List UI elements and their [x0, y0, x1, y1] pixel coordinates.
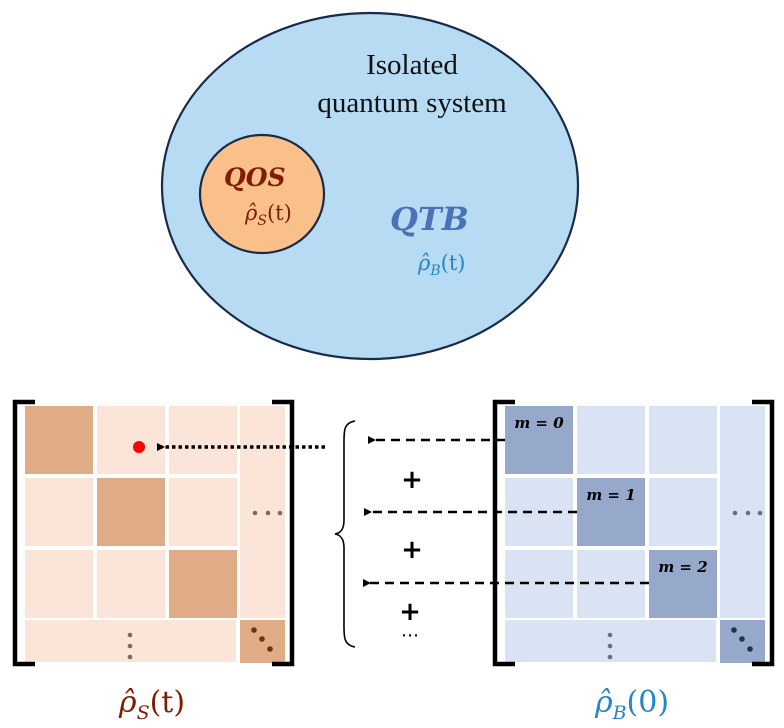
bath-density-matrix: m = 0 m = 1 m = 2	[492, 399, 775, 667]
system-row-ellipsis-dot	[127, 643, 133, 649]
system-column-ellipsis-dot	[265, 510, 271, 516]
bath-diagonal-block	[505, 406, 573, 474]
bath-offdiagonal-block	[577, 406, 645, 474]
system-diagonal-ellipsis-dot	[251, 627, 257, 633]
bath-left-bracket	[492, 399, 515, 667]
qos-circle	[198, 133, 326, 255]
bath-column-ellipsis-dot	[732, 510, 738, 516]
system-offdiagonal-block	[25, 550, 93, 618]
system-row-ellipsis-dot	[127, 632, 133, 638]
bath-right-bracket	[752, 399, 775, 667]
bath-diagonal-ellipsis-dot	[747, 646, 753, 652]
system-diagonal-ellipsis-dot	[267, 646, 273, 652]
bath-right-column-block	[720, 406, 765, 618]
bath-column-ellipsis-dot	[757, 510, 763, 516]
bath-diagonal-ellipsis-dot	[739, 636, 745, 642]
system-offdiagonal-block	[169, 406, 237, 474]
system-offdiagonal-block	[25, 478, 93, 546]
bath-diagonal-block	[577, 478, 645, 546]
plus-sign-2: +	[401, 535, 423, 565]
system-offdiagonal-block	[97, 406, 165, 474]
system-density-matrix	[12, 399, 295, 667]
bath-row-ellipsis-dot	[607, 632, 613, 638]
system-right-column-block	[240, 406, 285, 618]
bath-row-ellipsis-dot	[607, 654, 613, 660]
selected-element-dot	[133, 441, 145, 453]
system-left-bracket	[12, 399, 35, 667]
summation-brace	[334, 420, 356, 648]
bath-diagonal-ellipsis-dot	[731, 627, 737, 633]
system-right-bracket	[272, 399, 295, 667]
qtb-state-label: ρ̂B(t)	[417, 251, 465, 279]
bath-column-ellipsis-dot	[745, 510, 751, 516]
system-offdiagonal-block	[97, 550, 165, 618]
bath-offdiagonal-block	[649, 478, 717, 546]
bath-diagonal-block	[649, 550, 717, 618]
system-diagonal-block	[169, 550, 237, 618]
isolated-system-title-line1: Isolated	[366, 49, 458, 81]
system-matrix-label: ρ̂S(t)	[118, 685, 185, 724]
system-diagonal-block	[97, 478, 165, 546]
isolated-system-ellipse	[160, 11, 580, 361]
plus-sign-1: +	[401, 465, 423, 495]
qtb-label: QTB	[390, 200, 469, 238]
system-column-ellipsis-dot	[277, 510, 283, 516]
bath-matrix-label: ρ̂B(0)	[594, 685, 669, 724]
isolated-system-diagram: Isolated quantum system QOS ρ̂S(t) QTB ρ…	[160, 11, 580, 361]
bath-offdiagonal-block	[649, 406, 717, 474]
system-diagonal-ellipsis-dot	[259, 636, 265, 642]
plus-sign-3: +	[399, 597, 421, 627]
sum-continuation-ellipsis: ⋯	[401, 625, 419, 646]
bath-row-ellipsis-dot	[607, 643, 613, 649]
system-column-ellipsis-dot	[252, 510, 258, 516]
qos-label: QOS	[224, 163, 286, 192]
system-diagonal-block	[25, 406, 93, 474]
block-label-m2: m = 2	[658, 558, 707, 576]
system-offdiagonal-block	[169, 478, 237, 546]
block-label-m0: m = 0	[514, 414, 564, 432]
qos-state-label: ρ̂S(t)	[244, 201, 292, 229]
isolated-system-title-line2: quantum system	[317, 87, 507, 119]
system-row-ellipsis-dot	[127, 654, 133, 660]
block-label-m1: m = 1	[586, 486, 635, 504]
